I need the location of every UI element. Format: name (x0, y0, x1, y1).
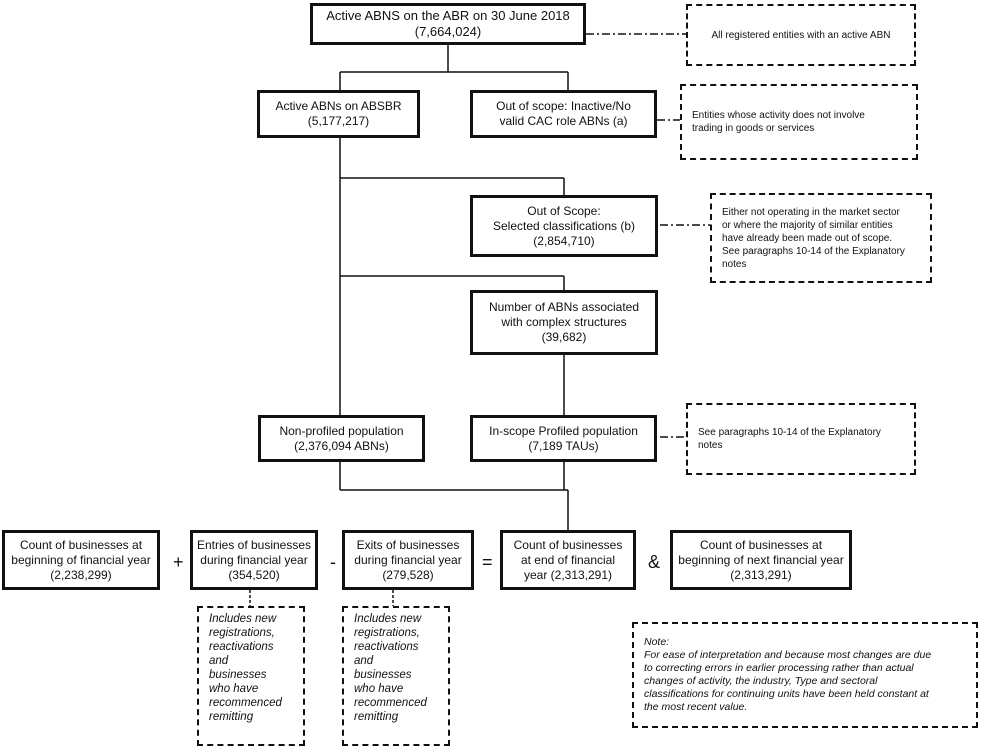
end-count-line3: year (2,313,291) (523, 567, 613, 582)
begin-count-box: Count of businesses at beginning of fina… (2, 530, 160, 590)
includes-line: reactivations (209, 641, 274, 653)
note-trading: Entities whose activity does not involve… (680, 84, 918, 160)
note-market-line1: Either not operating in the market secto… (722, 206, 900, 218)
note-paragraphs-line1: See paragraphs 10-14 of the Explanatory (698, 427, 881, 438)
next-count-line2: beginning of next financial year (678, 552, 844, 567)
note-trading-line2: trading in goods or services (692, 123, 815, 134)
active-absbr-value: (5,177,217) (307, 114, 370, 128)
end-count-line2: at end of financial (520, 552, 616, 567)
includes-line: remitting (209, 711, 254, 723)
out-of-scope-inactive-line1: Out of scope: Inactive/No (496, 99, 631, 113)
out-of-scope-inactive-line2: valid CAC role ABNs (a) (499, 114, 628, 128)
note-market-line4: See paragraphs 10-14 of the Explanatory (722, 245, 905, 257)
includes-line: and (209, 655, 229, 667)
active-abr-title: Active ABNS on the ABR on 30 June 2018 (326, 8, 570, 23)
non-profiled-title: Non-profiled population (279, 423, 404, 438)
note-line: classifications for continuing units hav… (644, 688, 929, 700)
active-absbr-box: Active ABNs on ABSBR (5,177,217) (257, 90, 420, 138)
note-heading: Note: (644, 636, 670, 648)
in-scope-title: In-scope Profiled population (489, 423, 638, 438)
entries-box: Entries of businesses during financial y… (190, 530, 318, 590)
active-abr-value: (7,664,024) (414, 24, 482, 39)
note-registered: All registered entities with an active A… (686, 4, 916, 66)
includes-line: businesses (354, 669, 412, 681)
note-box: Note: For ease of interpretation and bec… (632, 622, 978, 728)
complex-structures-box: Number of ABNs associated with complex s… (470, 290, 658, 355)
equals-operator: = (482, 552, 493, 572)
exits-box: Exits of businesses during financial yea… (342, 530, 474, 590)
active-absbr-title: Active ABNs on ABSBR (275, 99, 402, 113)
minus-operator: - (330, 552, 336, 572)
begin-count-line2: beginning of financial year (11, 552, 151, 567)
note-registered-text: All registered entities with an active A… (711, 29, 891, 41)
note-line: changes of activity, the industry, Type … (644, 675, 878, 687)
next-count-value: (2,313,291) (730, 567, 792, 582)
includes-line: who have (354, 683, 404, 695)
out-of-scope-inactive-box: Out of scope: Inactive/No valid CAC role… (470, 90, 657, 138)
complex-value: (39,682) (541, 330, 587, 344)
includes-line: businesses (209, 669, 267, 681)
exits-includes-note: Includes new registrations, reactivation… (342, 606, 450, 746)
includes-line: recommenced (209, 697, 282, 709)
includes-line: Includes new (209, 613, 277, 625)
exits-line2: during financial year (354, 552, 462, 567)
plus-operator: + (173, 552, 184, 572)
includes-line: registrations, (354, 627, 420, 639)
end-count-box: Count of businesses at end of financial … (500, 530, 636, 590)
out-of-scope-selected-line2: Selected classifications (b) (492, 218, 636, 233)
complex-line2: with complex structures (501, 315, 627, 329)
next-count-box: Count of businesses at beginning of next… (670, 530, 852, 590)
out-of-scope-selected-line1: Out of Scope: (527, 203, 601, 218)
begin-count-value: (2,238,299) (50, 567, 112, 582)
note-line: For ease of interpretation and because m… (644, 649, 932, 661)
exits-value: (279,528) (382, 567, 434, 582)
entries-line1: Entries of businesses (196, 537, 312, 552)
entries-value: (354,520) (228, 567, 280, 582)
non-profiled-value: (2,376,094 ABNs) (294, 438, 389, 453)
note-market-line2: or where the majority of similar entitie… (722, 219, 893, 231)
note-paragraphs-line2: notes (698, 440, 723, 451)
includes-line: remitting (354, 711, 399, 723)
note-market: Either not operating in the market secto… (710, 193, 932, 283)
end-count-line1: Count of businesses (513, 537, 623, 552)
in-scope-box: In-scope Profiled population (7,189 TAUs… (470, 415, 657, 462)
includes-line: Includes new (354, 613, 422, 625)
includes-line: reactivations (354, 641, 419, 653)
exits-line1: Exits of businesses (356, 537, 460, 552)
out-of-scope-selected-value: (2,854,710) (533, 233, 595, 248)
next-count-line1: Count of businesses at (699, 537, 823, 552)
in-scope-value: (7,189 TAUs) (528, 438, 599, 453)
non-profiled-box: Non-profiled population (2,376,094 ABNs) (258, 415, 425, 462)
entries-line2: during financial year (200, 552, 308, 567)
includes-line: who have (209, 683, 259, 695)
note-market-line5: notes (722, 258, 747, 270)
active-abr-box: Active ABNS on the ABR on 30 June 2018 (… (310, 3, 586, 45)
complex-line1: Number of ABNs associated (488, 300, 640, 314)
note-line: to correcting errors in earlier processi… (644, 662, 914, 674)
ampersand-operator: & (648, 552, 661, 572)
includes-line: recommenced (354, 697, 427, 709)
includes-line: and (354, 655, 374, 667)
note-paragraphs: See paragraphs 10-14 of the Explanatory … (686, 403, 916, 475)
note-line: the most recent value. (644, 701, 748, 713)
includes-line: registrations, (209, 627, 275, 639)
out-of-scope-selected-box: Out of Scope: Selected classifications (… (470, 195, 658, 257)
begin-count-line1: Count of businesses at (19, 537, 143, 552)
note-market-line3: have already been made out of scope. (722, 232, 893, 244)
note-trading-line1: Entities whose activity does not involve (692, 110, 865, 121)
entries-includes-note: Includes new registrations, reactivation… (197, 606, 305, 746)
